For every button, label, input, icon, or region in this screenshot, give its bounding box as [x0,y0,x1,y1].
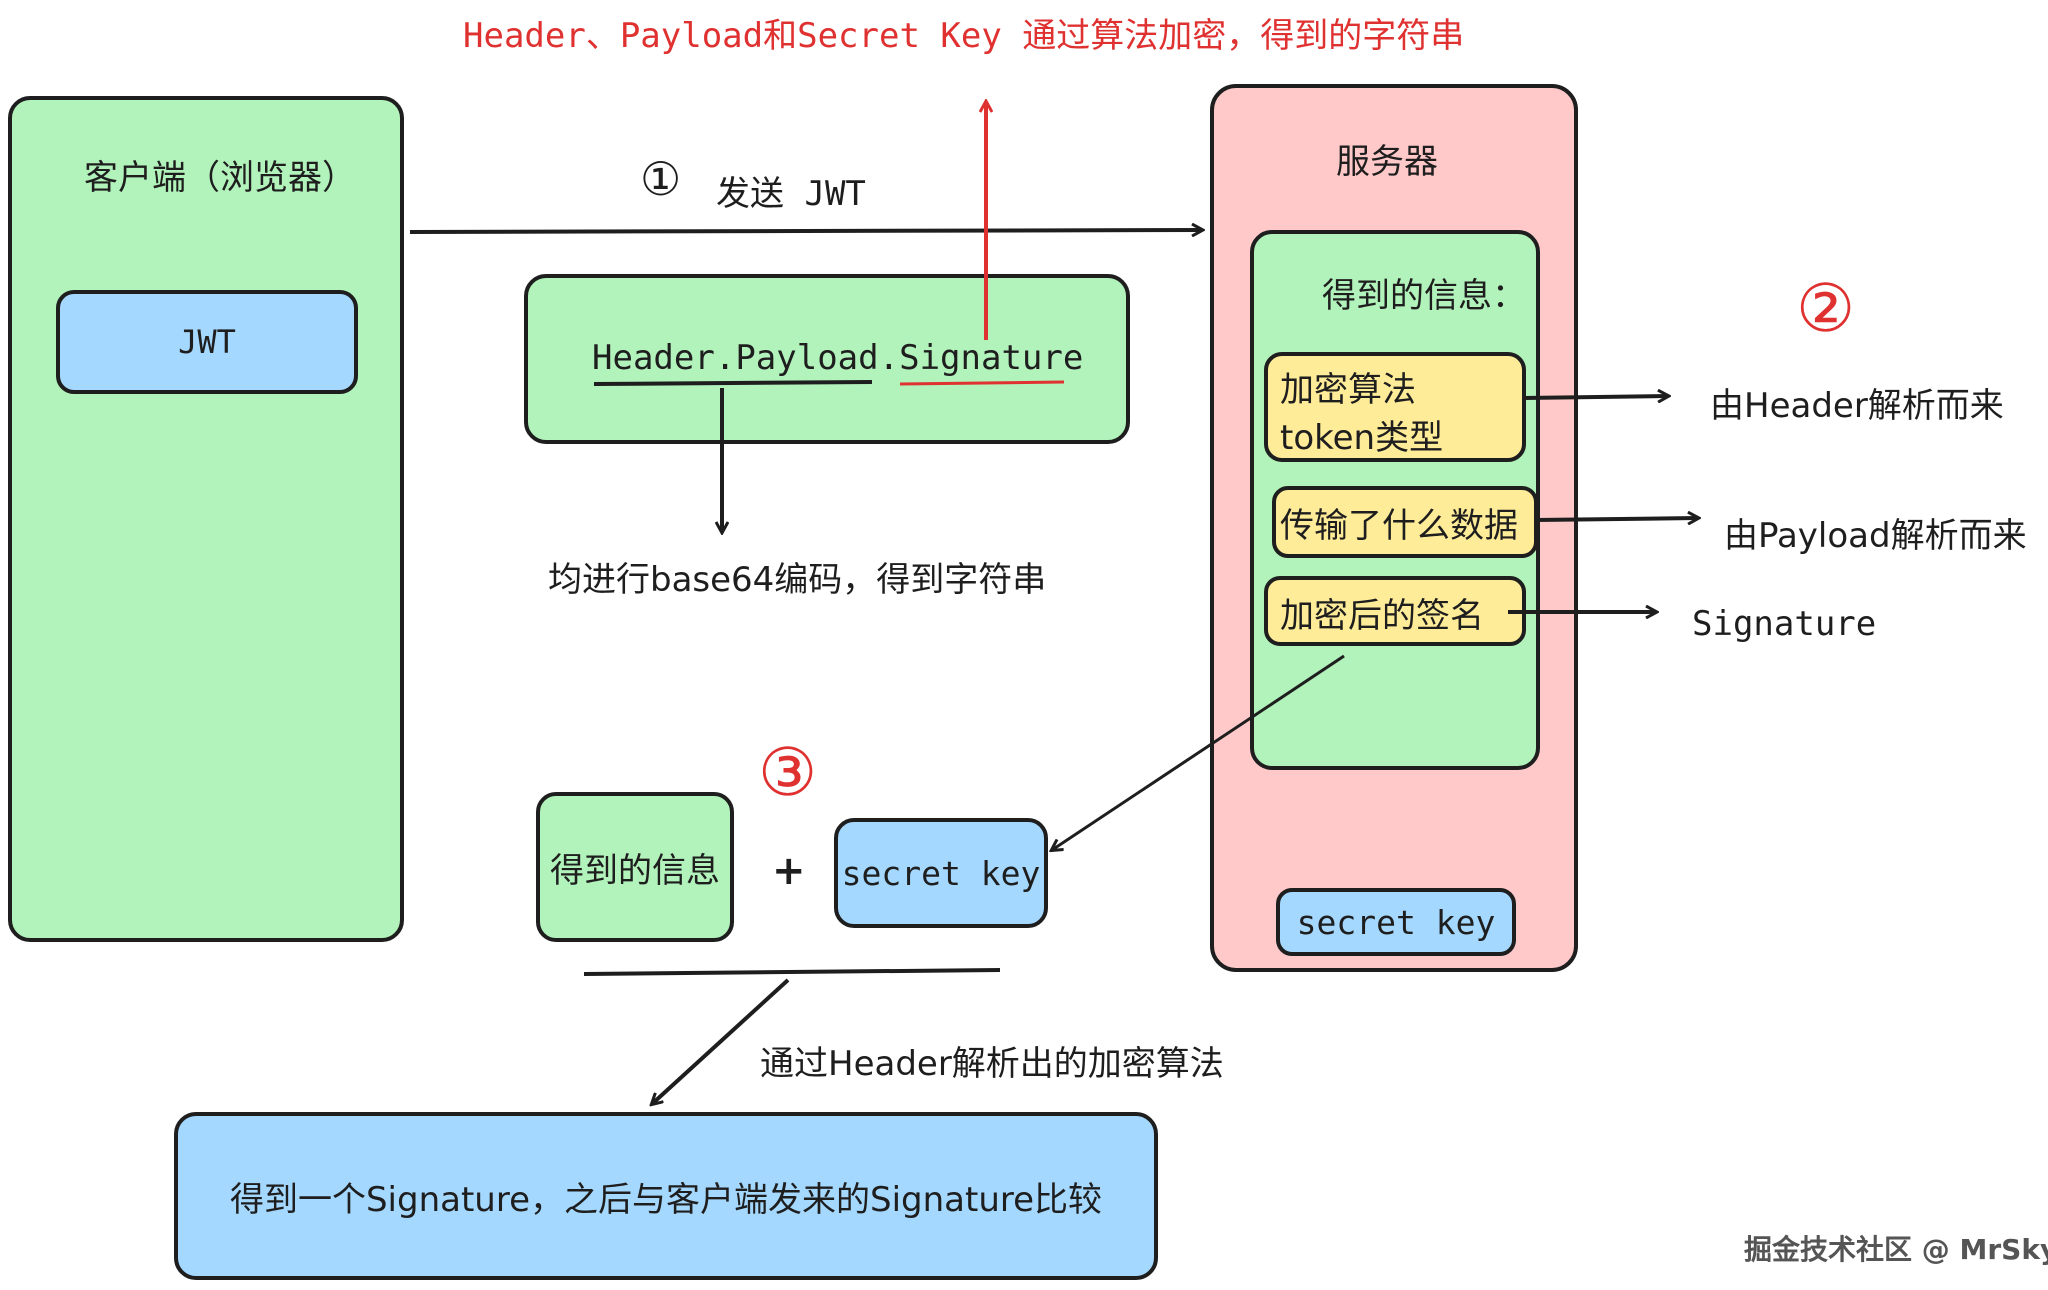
step3-plus: + [772,848,806,894]
jwt-header-part: Header [592,338,715,378]
step3-separator [583,968,1001,976]
server-secret-key: secret key [1276,888,1516,956]
client-jwt-box: JWT [56,290,358,394]
server-item-payload [1272,486,1538,558]
watermark: 掘金技术社区 @ MrSkye [1744,1233,2048,1266]
server-title: 服务器 [1336,142,1438,182]
step3-result-label: 得到一个Signature，之后与客户端发来的Signature比较 [229,1179,1103,1220]
server-item-algorithm-line1: 加密算法 [1280,370,1416,410]
step2-signature: Signature [1692,604,1877,644]
server-info-title: 得到的信息： [1322,276,1526,316]
jwt-signature-part: Signature [899,338,1084,378]
server-item-algorithm [1264,352,1526,462]
step3-result-box: 得到一个Signature，之后与客户端发来的Signature比较 [174,1112,1158,1280]
client-jwt-label: JWT [178,323,236,361]
step3-info-label: 得到的信息 [550,850,720,891]
server-secret-key-label: secret key [1296,902,1496,942]
top-note: Header、Payload和Secret Key 通过算法加密，得到的字符串 [463,16,1465,56]
step2-from-header: 由Header解析而来 [1710,386,2004,426]
step3-secret-key-label: secret key [841,853,1041,893]
client-title: 客户端（浏览器） [84,158,356,198]
server-item-payload-label: 传输了什么数据 [1280,506,1518,546]
step2-number: ② [1796,270,1856,347]
jwt-dot-2: . [878,338,900,378]
client-box [8,96,404,942]
step1-number: ① [640,152,682,206]
step3-algo-note: 通过Header解析出的加密算法 [760,1044,1224,1084]
jwt-dot-1: . [714,338,736,378]
server-item-signature-label: 加密后的签名 [1280,596,1484,636]
jwt-string: Header.Payload.Signature [592,338,1083,378]
step1-label: 发送 JWT [716,174,866,214]
step3-info-box: 得到的信息 [536,792,734,942]
base64-note: 均进行base64编码，得到字符串 [548,560,1047,600]
send-jwt-arrow [409,230,1202,232]
step3-secret-key-box: secret key [834,818,1048,928]
step2-from-payload: 由Payload解析而来 [1724,516,2027,556]
step3-number: ③ [758,734,818,811]
server-item-signature [1264,576,1526,646]
server-item-algorithm-line2: token类型 [1280,418,1444,458]
jwt-string-box [524,274,1130,444]
jwt-payload-part: Payload [735,338,879,378]
